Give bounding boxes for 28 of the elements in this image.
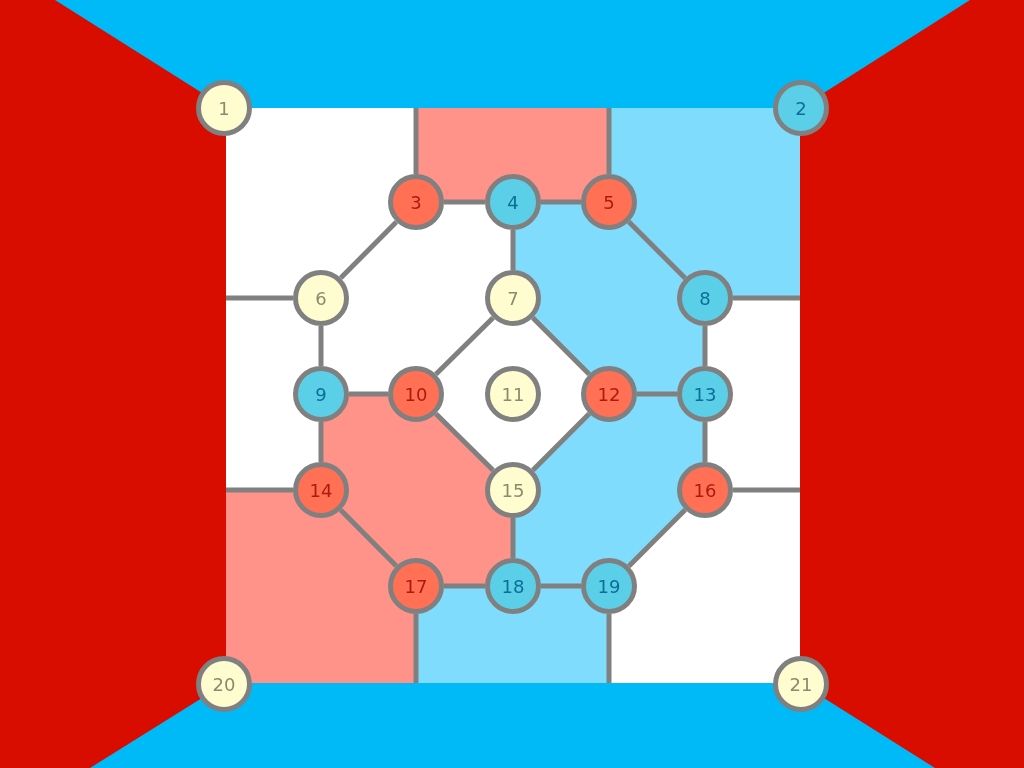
connector-line [606,108,612,174]
connector-line [627,508,687,568]
connector-line [702,422,708,462]
connector-line [434,411,495,473]
connector-line [606,614,612,683]
connector-line [702,326,708,366]
connector-line [338,220,399,280]
connector-line [627,220,687,280]
connector-line [510,230,516,270]
connector-line [444,199,485,205]
connector-line [541,199,581,205]
connector-line [318,326,324,366]
connector-line [733,487,800,493]
connector-line [733,295,800,301]
connector-line [318,422,324,462]
connector-line [226,295,293,301]
connector-line [413,614,419,683]
connector-line [637,391,677,397]
connector-line [444,583,485,589]
connector-line [413,108,419,174]
connector-line [510,518,516,558]
connector-line [226,487,293,493]
connector-line [434,315,495,377]
connector-line [349,391,388,397]
connector-line [338,508,399,568]
connector-line [541,583,581,589]
connector-line [531,412,591,472]
connector-line [531,316,591,376]
